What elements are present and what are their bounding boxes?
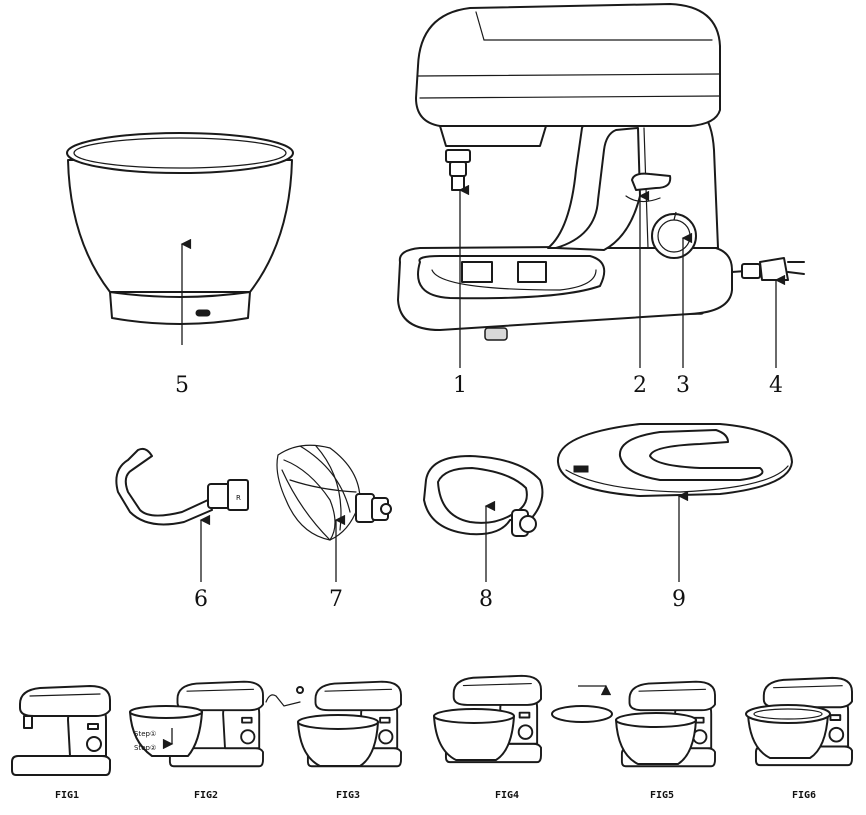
fig5-drawing — [551, 680, 716, 768]
fig3-label: FIG3 — [336, 790, 360, 801]
callout-4: 4 — [769, 373, 783, 398]
fig6-drawing — [745, 676, 853, 767]
flat-beater-drawing — [423, 455, 544, 582]
fig1-drawing — [11, 685, 111, 776]
bowl-drawing — [66, 132, 294, 345]
callout-7: 7 — [329, 587, 343, 612]
fig2-drawing — [129, 680, 264, 768]
callout-6: 6 — [194, 587, 208, 612]
fig5-label: FIG5 — [650, 790, 674, 801]
fig4-drawing — [433, 674, 542, 764]
callout-2: 2 — [633, 373, 647, 398]
fig4-label: FIG4 — [495, 790, 519, 801]
fig6-label: FIG6 — [792, 790, 816, 801]
whisk-drawing — [276, 444, 392, 582]
fig2-step-2: Step② — [134, 744, 156, 752]
fig3-drawing — [265, 680, 402, 768]
callout-5: 5 — [175, 373, 189, 398]
svg-text:R: R — [236, 494, 241, 502]
callout-8: 8 — [479, 587, 493, 612]
callout-1: 1 — [453, 373, 467, 398]
fig2-step-1: Step① — [134, 730, 156, 738]
callout-9: 9 — [672, 587, 686, 612]
fig1-label: FIG1 — [55, 790, 79, 801]
stand-mixer-drawing — [397, 3, 805, 368]
splash-guard-drawing — [556, 423, 793, 582]
dough-hook-drawing: R — [115, 447, 249, 582]
callout-3: 3 — [676, 373, 690, 398]
fig2-label: FIG2 — [194, 790, 218, 801]
